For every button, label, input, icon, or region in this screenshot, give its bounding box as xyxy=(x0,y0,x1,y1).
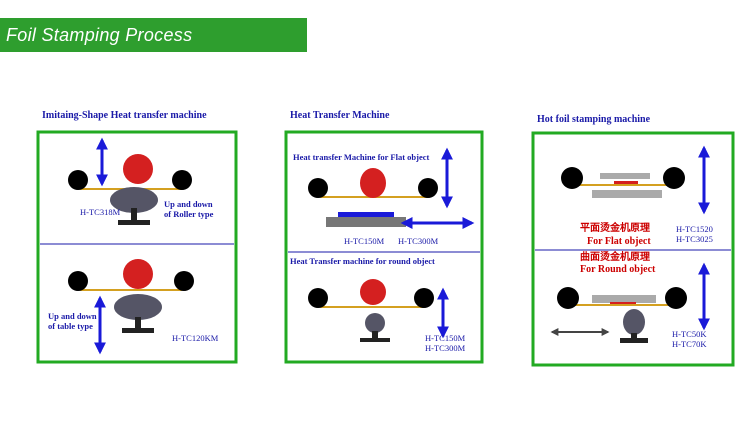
table-caption-2: of table type xyxy=(48,321,93,331)
model-h-tc120km: H-TC120KM xyxy=(172,333,219,343)
heater-bar xyxy=(610,302,636,305)
panel-heat-transfer-frame xyxy=(284,130,484,364)
round-object xyxy=(365,313,385,333)
roller-left xyxy=(68,170,88,190)
round-object-diagram xyxy=(308,279,449,342)
panel-imitating-frame xyxy=(36,130,238,364)
panel-title-imitating: Imitaing-Shape Heat transfer machine xyxy=(42,110,207,121)
model-h-tc318m: H-TC318M xyxy=(80,207,121,217)
model-h-tc70k: H-TC70K xyxy=(672,339,707,349)
heater xyxy=(360,279,386,305)
stand-post xyxy=(372,331,378,338)
stand-base xyxy=(122,328,154,333)
roller-left xyxy=(68,271,88,291)
stand-base xyxy=(118,220,150,225)
roller-caption-2: of Roller type xyxy=(164,209,214,219)
round-label-en: For Round object xyxy=(580,264,656,275)
object xyxy=(110,187,158,213)
heater-bar xyxy=(614,181,638,185)
heater xyxy=(360,168,386,198)
model-h-tc300m: H-TC300M xyxy=(398,236,439,246)
roller-right xyxy=(665,287,687,309)
model-h-tc300m-round: H-TC300M xyxy=(425,343,466,353)
round-object-subtitle: Heat Transfer machine for round object xyxy=(290,256,435,266)
flat-label-cn: 平面烫金机原理 xyxy=(580,223,650,234)
roller-left xyxy=(557,287,579,309)
flat-table xyxy=(326,217,406,227)
flat-plate xyxy=(338,212,394,217)
model-h-tc150m-round: H-TC150M xyxy=(425,333,466,343)
round-label-cn: 曲面烫金机原理 xyxy=(580,252,650,263)
roller-left xyxy=(308,178,328,198)
heater xyxy=(123,154,153,184)
flat-object-diagram xyxy=(308,147,475,229)
roller-right xyxy=(418,178,438,198)
roller-right xyxy=(174,271,194,291)
stamp-head xyxy=(592,295,656,303)
roller-caption-1: Up and down xyxy=(164,199,213,209)
model-h-tc150m: H-TC150M xyxy=(344,236,385,246)
model-h-tc50k: H-TC50K xyxy=(672,329,707,339)
flat-table xyxy=(592,190,662,198)
roller-left xyxy=(561,167,583,189)
roller-right xyxy=(172,170,192,190)
stand-base xyxy=(620,338,648,343)
title-banner: Foil Stamping Process xyxy=(0,18,307,52)
flat-label-en: For Flat object xyxy=(587,236,651,247)
table-caption-1: Up and down xyxy=(48,311,97,321)
flat-stamping-diagram xyxy=(561,145,710,215)
roller-type-diagram xyxy=(68,137,192,225)
roller-right xyxy=(663,167,685,189)
panel-title-heat-transfer: Heat Transfer Machine xyxy=(290,110,390,121)
panel-hot-foil-frame xyxy=(531,131,735,367)
model-h-tc3025: H-TC3025 xyxy=(676,234,713,244)
stand-post xyxy=(631,333,637,339)
round-object xyxy=(623,309,645,335)
model-h-tc1520: H-TC1520 xyxy=(676,224,713,234)
flat-object-subtitle: Heat transfer Machine for Flat object xyxy=(293,152,430,162)
stand-post xyxy=(135,317,141,329)
object xyxy=(114,294,162,320)
stand-post xyxy=(131,208,137,220)
roller-left xyxy=(308,288,328,308)
banner-title: Foil Stamping Process xyxy=(6,25,193,45)
stamp-head xyxy=(600,173,650,179)
panel-title-hot-foil: Hot foil stamping machine xyxy=(537,114,651,125)
round-stamping-diagram xyxy=(550,262,710,343)
roller-right xyxy=(414,288,434,308)
heater xyxy=(123,259,153,289)
stand-base xyxy=(360,338,390,342)
table-type-diagram xyxy=(68,259,194,355)
